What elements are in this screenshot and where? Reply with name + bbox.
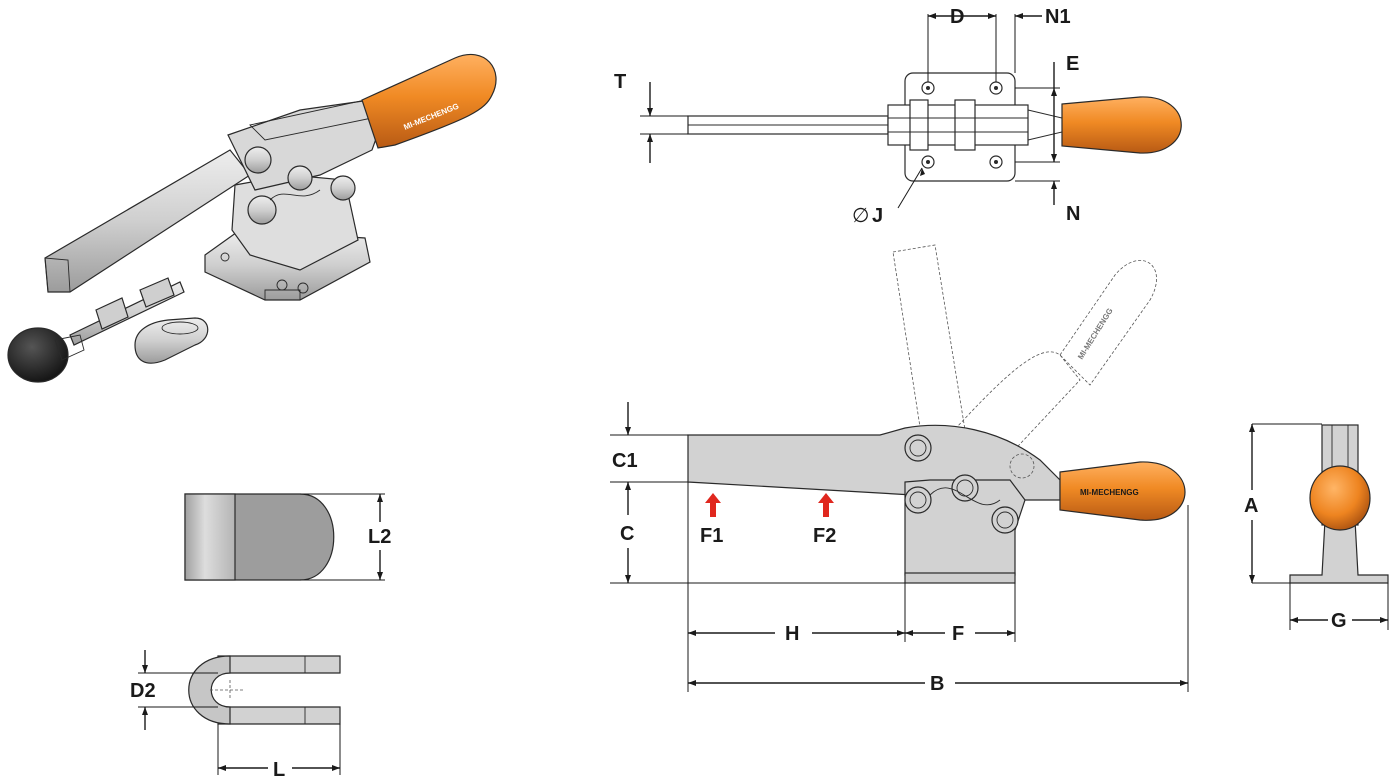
washer-top-view: D2 L: [130, 650, 341, 778]
front-view: A G: [1244, 423, 1389, 632]
phantom-arm-angled: [944, 351, 1081, 461]
phantom-handle: [1059, 260, 1157, 386]
base-hole: [276, 279, 288, 291]
dim-C: C: [620, 523, 634, 545]
handle-grip: [361, 53, 497, 149]
washer-curve: [188, 655, 231, 725]
base-hole: [297, 282, 309, 294]
label-F2: F2: [813, 525, 836, 547]
front-knob: [1309, 465, 1371, 531]
dim-D2: D2: [130, 680, 156, 702]
front-base: [1289, 519, 1389, 584]
force-arrow-F1: [705, 493, 721, 517]
pivot: [330, 175, 356, 201]
top-view: D N1 T E N ∅ J: [614, 6, 1182, 227]
dim-T: T: [614, 71, 626, 93]
pivot: [287, 165, 313, 191]
base-hole: [220, 252, 230, 262]
dim-N1: N1: [1045, 6, 1071, 28]
spindle-nut: [139, 277, 175, 308]
washer-side-view: L2: [184, 493, 391, 581]
phantom-arm-vertical: [892, 244, 966, 441]
dim-E: E: [1066, 53, 1079, 75]
dim-D: D: [950, 6, 964, 28]
dim-C1: C1: [612, 450, 638, 472]
side-view: MI-MECHENGG MI-MECHENGG F1 F2 C1 C: [610, 244, 1189, 695]
dim-L2: L2: [368, 526, 391, 548]
dim-H: H: [785, 623, 799, 645]
slotted-washer: [134, 317, 209, 364]
dim-F: F: [952, 623, 964, 645]
pivot: [247, 195, 277, 225]
dim-N: N: [1066, 203, 1080, 225]
dim-L: L: [273, 759, 285, 778]
label-F1: F1: [700, 525, 723, 547]
side-handle-brand: MI-MECHENGG: [1080, 488, 1139, 497]
phantom-brand-text: MI-MECHENGG: [1076, 307, 1115, 362]
washer-arm-top: [217, 655, 341, 674]
rubber-tip: [7, 327, 69, 383]
pivot: [244, 146, 272, 174]
dim-A: A: [1244, 495, 1258, 517]
dim-G: G: [1331, 610, 1347, 632]
top-handle-grip: [1061, 96, 1182, 154]
dim-J: J: [872, 205, 883, 227]
force-arrow-F2: [818, 493, 834, 517]
spindle-nut: [95, 297, 129, 330]
side-handle-grip: [1059, 461, 1186, 521]
dim-B: B: [930, 673, 944, 695]
product-render: MI-MECHENGG: [7, 53, 497, 383]
dim-J-symbol: ∅: [852, 205, 869, 227]
washer-arm-bottom: [217, 706, 341, 725]
